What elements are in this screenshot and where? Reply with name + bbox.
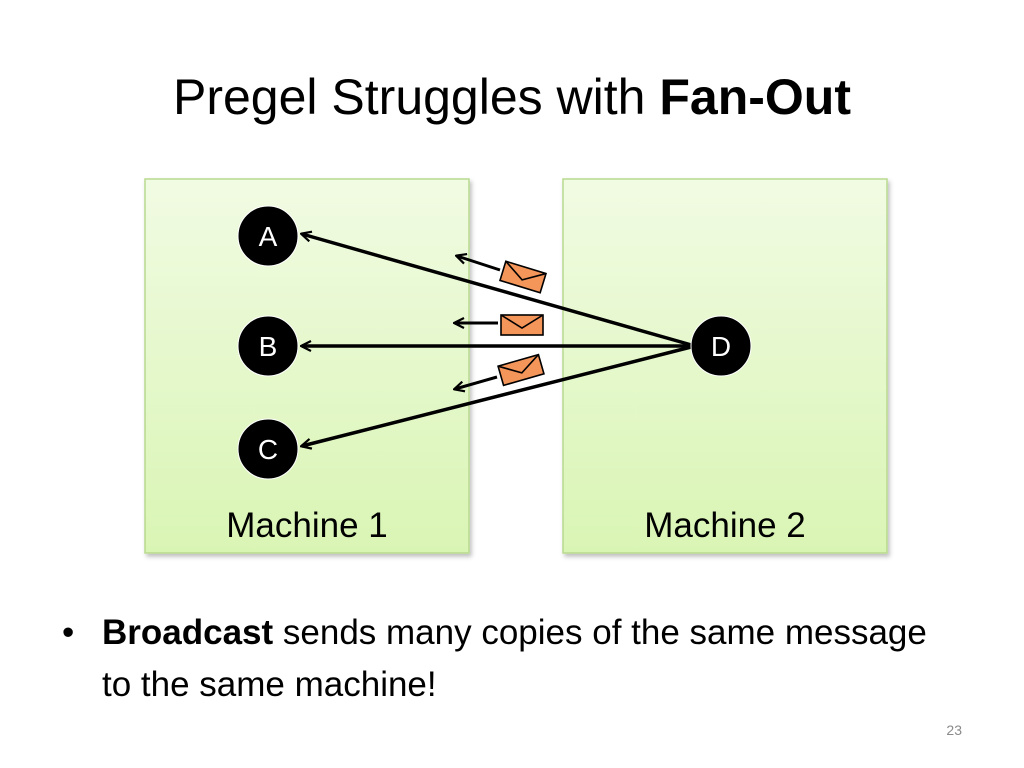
- machine-2-label: Machine 2: [644, 506, 805, 545]
- bullet-marker: •: [62, 613, 75, 652]
- node-a: A: [237, 205, 299, 267]
- envelope-icon: [500, 314, 544, 336]
- slide-number: 23: [946, 722, 962, 738]
- node-b: B: [237, 315, 299, 377]
- message-c-arrow: [455, 375, 498, 389]
- envelope-icon: [498, 260, 548, 294]
- node-b-label: B: [259, 331, 278, 362]
- message-a-arrow: [457, 256, 501, 272]
- slide-title: Pregel Struggles with Fan-Out: [0, 62, 1024, 132]
- edge-d-to-c: [302, 344, 696, 446]
- message-a: [457, 256, 548, 294]
- node-d-label: D: [711, 331, 731, 362]
- node-d: D: [690, 315, 752, 377]
- node-a-label: A: [259, 221, 278, 252]
- edge-d-to-a: [302, 234, 696, 348]
- node-c-label: C: [258, 434, 278, 465]
- bullet-bold-lead: Broadcast: [102, 613, 274, 652]
- title-prefix: Pregel Struggles with: [173, 69, 660, 125]
- node-c: C: [237, 418, 299, 480]
- envelope-icon: [497, 353, 545, 387]
- bullet-list: • Broadcast sends many copies of the sam…: [62, 607, 942, 711]
- bullet-item: Broadcast sends many copies of the same …: [102, 607, 942, 711]
- message-b: [455, 314, 544, 336]
- title-emphasis: Fan-Out: [659, 69, 851, 125]
- message-c: [455, 353, 545, 389]
- bullet-rest: sends many copies of the same message to…: [102, 613, 927, 704]
- machine-1-label: Machine 1: [226, 506, 387, 545]
